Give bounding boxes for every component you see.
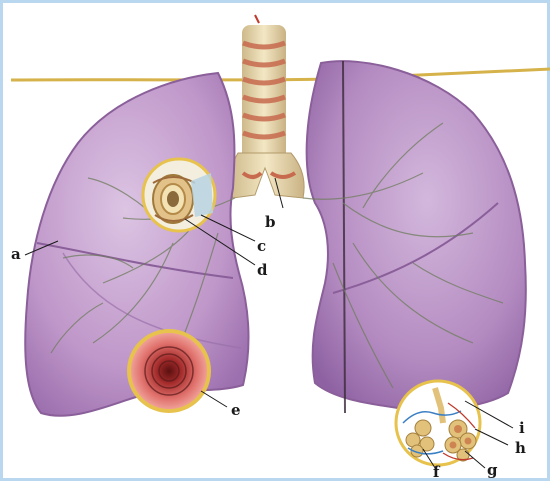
label-e: e [231, 403, 241, 418]
label-i: i [519, 421, 525, 436]
label-a: a [11, 247, 21, 262]
bronchus-cross-section [143, 159, 215, 231]
label-c: c [257, 239, 266, 254]
label-h: h [515, 441, 526, 456]
trachea [229, 15, 304, 198]
bronchiole-cross-section [129, 331, 209, 411]
label-f: f [433, 465, 439, 480]
lung-illustration [3, 3, 550, 484]
label-g: g [487, 463, 498, 478]
label-d: d [257, 263, 268, 278]
label-b: b [265, 215, 276, 230]
